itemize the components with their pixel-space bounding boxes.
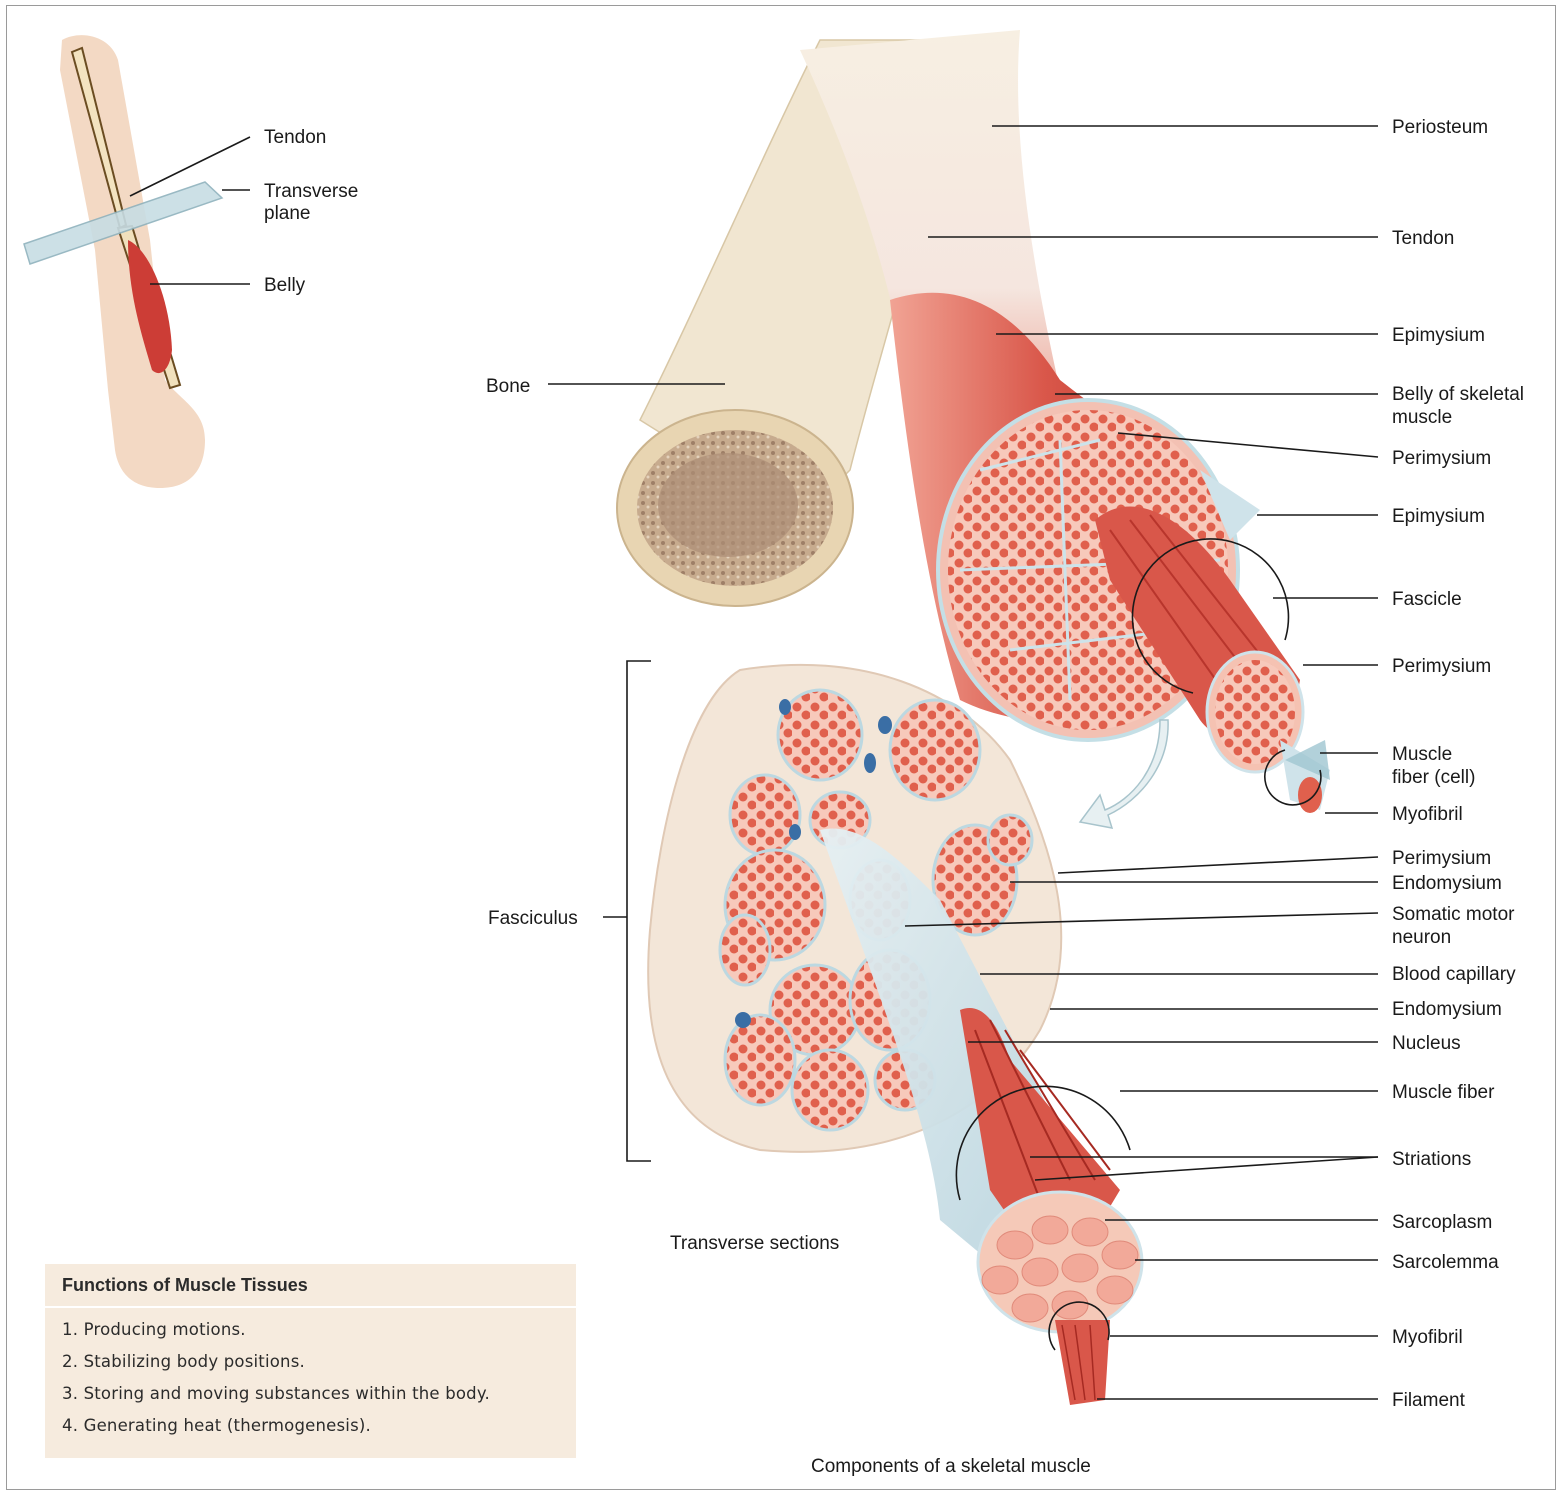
right-labels: Periosteum Tendon Epimysium Belly of ske… xyxy=(1392,117,1524,1411)
label-fascicle: Fascicle xyxy=(1392,589,1462,610)
label-perimysium-2: Perimysium xyxy=(1392,656,1491,677)
fasciculus-bracket xyxy=(627,661,651,1161)
label-endomysium-2: Endomysium xyxy=(1392,999,1502,1020)
functions-list-item: 3. Storing and moving substances within … xyxy=(62,1378,576,1410)
functions-list: 1. Producing motions. 2. Stabilizing bod… xyxy=(45,1308,576,1442)
arm-inset-illustration xyxy=(24,35,222,488)
functions-box: Functions of Muscle Tissues 1. Producing… xyxy=(45,1264,576,1458)
label-perimysium-3: Perimysium xyxy=(1392,848,1491,869)
label-sarcolemma: Sarcolemma xyxy=(1392,1252,1499,1273)
label-periosteum: Periosteum xyxy=(1392,117,1488,138)
label-fasciculus: Fasciculus xyxy=(488,908,578,929)
label-epimysium-1: Epimysium xyxy=(1392,325,1485,346)
label-bone: Bone xyxy=(486,376,530,397)
label-myofibril-2: Myofibril xyxy=(1392,1327,1463,1348)
label-myofibril-1: Myofibril xyxy=(1392,804,1463,825)
caption-transverse-sections: Transverse sections xyxy=(670,1233,839,1254)
label-endomysium-1: Endomysium xyxy=(1392,873,1502,894)
label-blood-capillary: Blood capillary xyxy=(1392,964,1516,985)
functions-list-item: 4. Generating heat (thermogenesis). xyxy=(62,1410,576,1442)
inset-label-belly: Belly xyxy=(264,275,306,296)
label-epimysium-2: Epimysium xyxy=(1392,506,1485,527)
label-sarcoplasm: Sarcoplasm xyxy=(1392,1212,1492,1233)
label-filament: Filament xyxy=(1392,1390,1466,1411)
functions-list-item: 1. Producing motions. xyxy=(62,1314,576,1346)
label-muscle-fiber: Muscle fiber xyxy=(1392,1082,1495,1103)
label-tendon: Tendon xyxy=(1392,228,1454,249)
label-striations: Striations xyxy=(1392,1149,1471,1170)
inset-label-tendon: Tendon xyxy=(264,127,326,148)
functions-box-title: Functions of Muscle Tissues xyxy=(45,1264,576,1308)
functions-list-item: 2. Stabilizing body positions. xyxy=(62,1346,576,1378)
caption-components-of-skeletal-muscle: Components of a skeletal muscle xyxy=(811,1456,1091,1477)
label-perimysium-1: Perimysium xyxy=(1392,448,1491,469)
label-nucleus: Nucleus xyxy=(1392,1033,1461,1054)
